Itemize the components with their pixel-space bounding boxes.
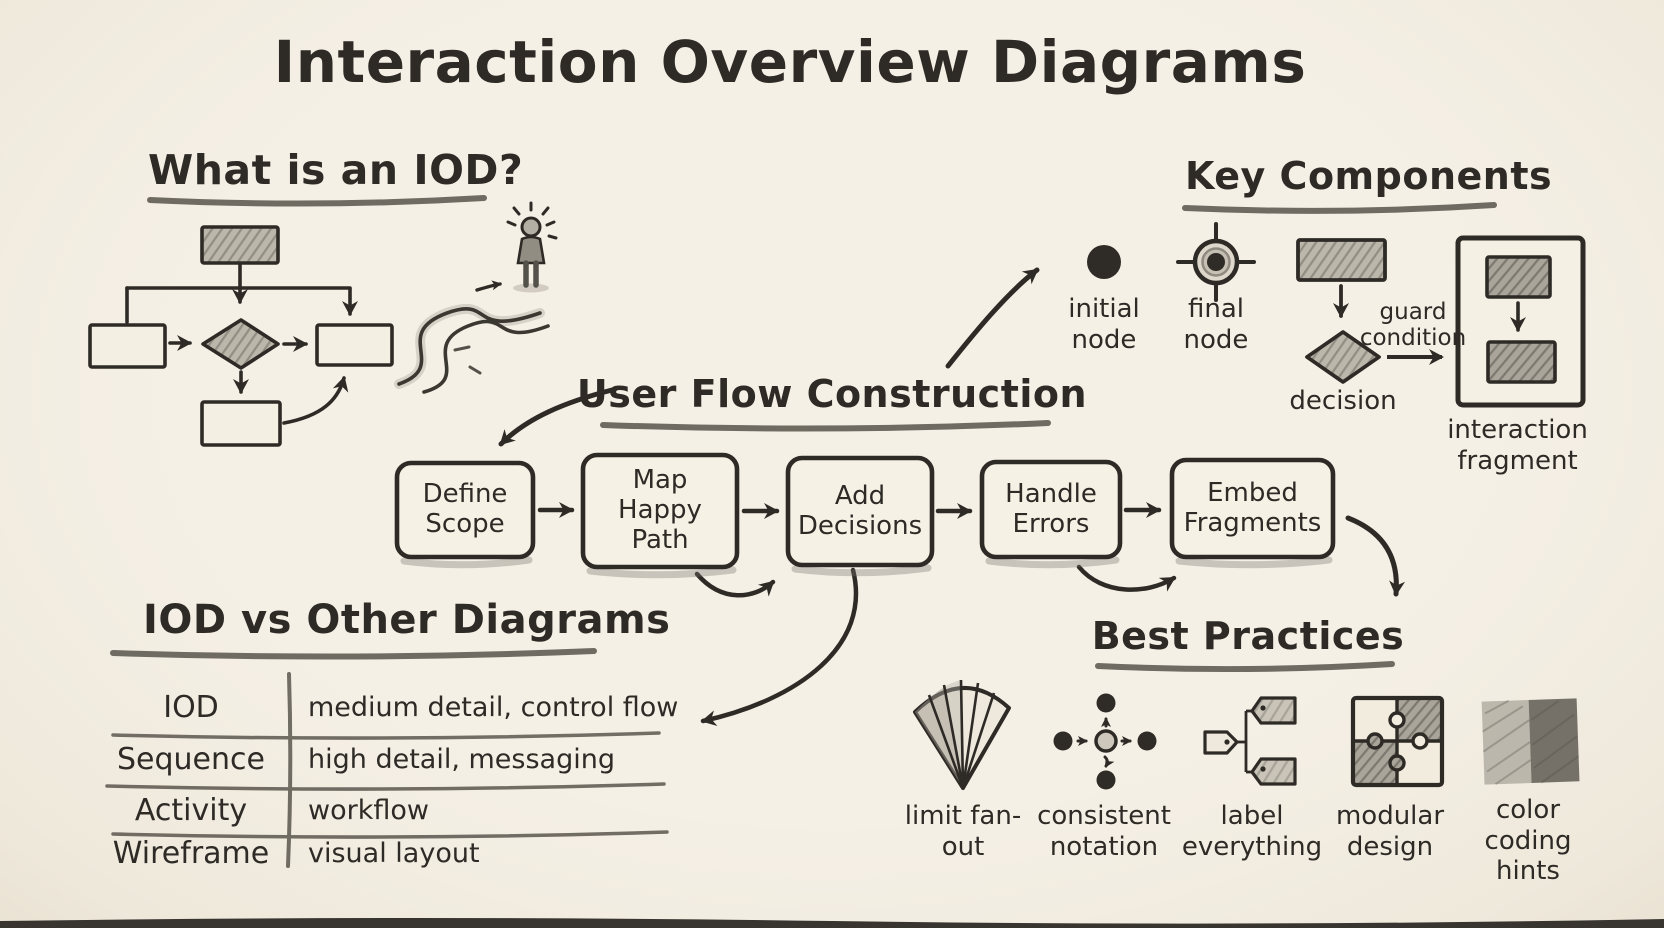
fan-icon xyxy=(913,679,1011,790)
sketch-decision-diamond xyxy=(201,318,280,370)
step-map-happy-path: Map Happy Path xyxy=(618,465,702,555)
sketch-right-node xyxy=(315,323,394,367)
tags-icon xyxy=(1203,696,1297,786)
key-components-heading: Key Components xyxy=(1185,154,1553,198)
step-box-embed-fragments xyxy=(1169,457,1336,560)
step-box-map-happy-path xyxy=(580,452,740,570)
final-node-label: final node xyxy=(1183,294,1249,355)
best-practice-label-label-everything: label everything xyxy=(1181,801,1323,862)
comparison-row-description: visual layout xyxy=(308,838,480,869)
step-box-define-scope xyxy=(394,460,536,560)
flow-connector-arrows xyxy=(498,267,1406,727)
interaction-fragment-sketch xyxy=(1455,235,1586,408)
step-define-scope: Define Scope xyxy=(422,479,508,539)
comparison-row-type: IOD xyxy=(163,690,219,725)
comparison-row-description: workflow xyxy=(308,795,429,826)
nodes-cross-icon xyxy=(1053,693,1157,790)
what-is-heading: What is an IOD? xyxy=(148,146,524,194)
step-embed-fragments: Embed Fragments xyxy=(1183,477,1322,538)
flow-step-boxes xyxy=(394,452,1336,579)
step-box-add-decisions xyxy=(785,455,935,568)
sketch-left-node xyxy=(88,323,167,369)
sparkle-rays xyxy=(506,201,558,240)
page-title: Interaction Overview Diagrams xyxy=(273,28,1307,96)
comparison-table-rules xyxy=(105,672,669,868)
winding-path-sketch xyxy=(394,280,550,394)
comparison-row-type: Sequence xyxy=(117,742,265,777)
decision-component-sketch xyxy=(1296,238,1387,384)
best-practice-label-color-coding-hints: color coding hints xyxy=(1484,795,1572,887)
person-figure xyxy=(506,201,558,293)
puzzle-icon xyxy=(1350,695,1445,788)
color-swatch-icon xyxy=(1481,698,1580,786)
step-box-handle-errors xyxy=(979,459,1123,560)
best-practice-label-limit-fan-out: limit fan-out xyxy=(904,801,1022,862)
step-handle-errors: Handle Errors xyxy=(1005,478,1097,539)
best-practice-label-consistent-notation: consistent notation xyxy=(1037,801,1171,862)
guard-condition-label: guard condition xyxy=(1359,299,1467,352)
comparison-row-type: Wireframe xyxy=(112,836,270,871)
initial-node-icon xyxy=(1087,245,1121,279)
what-is-flowchart-sketch xyxy=(88,225,394,447)
user-flow-heading: User Flow Construction xyxy=(576,372,1088,416)
comparison-row-description: medium detail, control flow xyxy=(308,692,679,723)
decision-label: decision xyxy=(1289,386,1397,416)
comparison-row-type: Activity xyxy=(134,793,248,828)
comparison-row-description: high detail, messaging xyxy=(308,744,615,775)
final-node-icon xyxy=(1176,222,1256,302)
best-practices-heading: Best Practices xyxy=(1091,614,1405,658)
interaction-fragment-label: interaction fragment xyxy=(1447,415,1588,476)
comparison-heading: IOD vs Other Diagrams xyxy=(143,597,671,643)
hand-underlines xyxy=(110,195,1497,673)
bottom-edge-smudge xyxy=(0,918,1664,928)
sketch-top-node xyxy=(200,225,280,265)
step-add-decisions: Add Decisions xyxy=(797,480,923,541)
best-practice-label-modular-design: modular design xyxy=(1335,801,1445,862)
sketch-bottom-node xyxy=(200,400,282,447)
initial-node-label: initial node xyxy=(1068,294,1140,355)
